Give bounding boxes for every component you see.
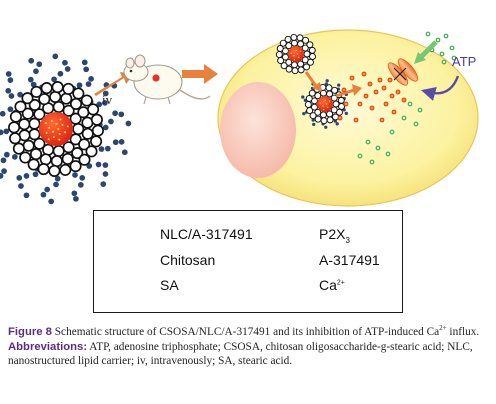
legend-p2x3-label: P2X3 (319, 226, 350, 245)
legend-ca-label: Ca2+ (319, 277, 345, 293)
legend-chitosan-label: Chitosan (160, 252, 216, 268)
internal-arrow-1 (304, 71, 318, 87)
caption-text-end: influx. (446, 326, 480, 338)
p2x-subscript: 3 (345, 235, 350, 245)
ca-influx-arrow (414, 40, 438, 64)
figure-caption: Figure 8 Schematic structure of CSOSA/NL… (8, 325, 488, 369)
abbreviations-paragraph: Abbreviations: ATP, adenosine triphospha… (8, 340, 488, 369)
internal-arrowhead-1 (312, 82, 322, 92)
internal-arrowhead-2 (352, 84, 362, 96)
a317491-molecules (337, 71, 407, 123)
schematic-figure: iv ATP (0, 29, 479, 288)
abbreviations-text: ATP, adenosine triphosphate; CSOSA, chit… (8, 340, 473, 368)
legend-sa-label: SA (160, 277, 179, 293)
cell-nucleus (220, 82, 296, 178)
legend-box: NLC/A-317491 Chitosan SA P2X3 A-317491 C… (93, 210, 403, 313)
caption-sup: 2+ (439, 324, 447, 333)
ca-superscript: 2+ (336, 279, 345, 287)
p2x3-receptor (387, 58, 419, 86)
internal-arrow-2 (335, 88, 355, 98)
figure-label: Figure 8 (8, 326, 52, 338)
arrow-to-mouse (94, 72, 134, 96)
large-nanoparticle (0, 53, 132, 205)
caption-paragraph: Figure 8 Schematic structure of CSOSA/NL… (8, 325, 488, 340)
ca-text: Ca (319, 277, 337, 293)
nanoparticle-entering (275, 33, 316, 75)
abbreviations-label: Abbreviations: (8, 340, 88, 353)
calcium-ions (357, 31, 457, 165)
mouse-illustration (123, 54, 211, 105)
arrow-to-cell (182, 64, 218, 84)
p2x-text: P2X (319, 226, 346, 242)
legend-a317491-label: A-317491 (319, 252, 380, 268)
caption-text: Schematic structure of CSOSA/NLC/A-31749… (51, 326, 440, 338)
atp-arrow (421, 75, 460, 101)
route-label: iv (102, 92, 113, 107)
atp-label: ATP (452, 54, 476, 69)
legend-nlc-label: NLC/A-317491 (160, 226, 253, 242)
